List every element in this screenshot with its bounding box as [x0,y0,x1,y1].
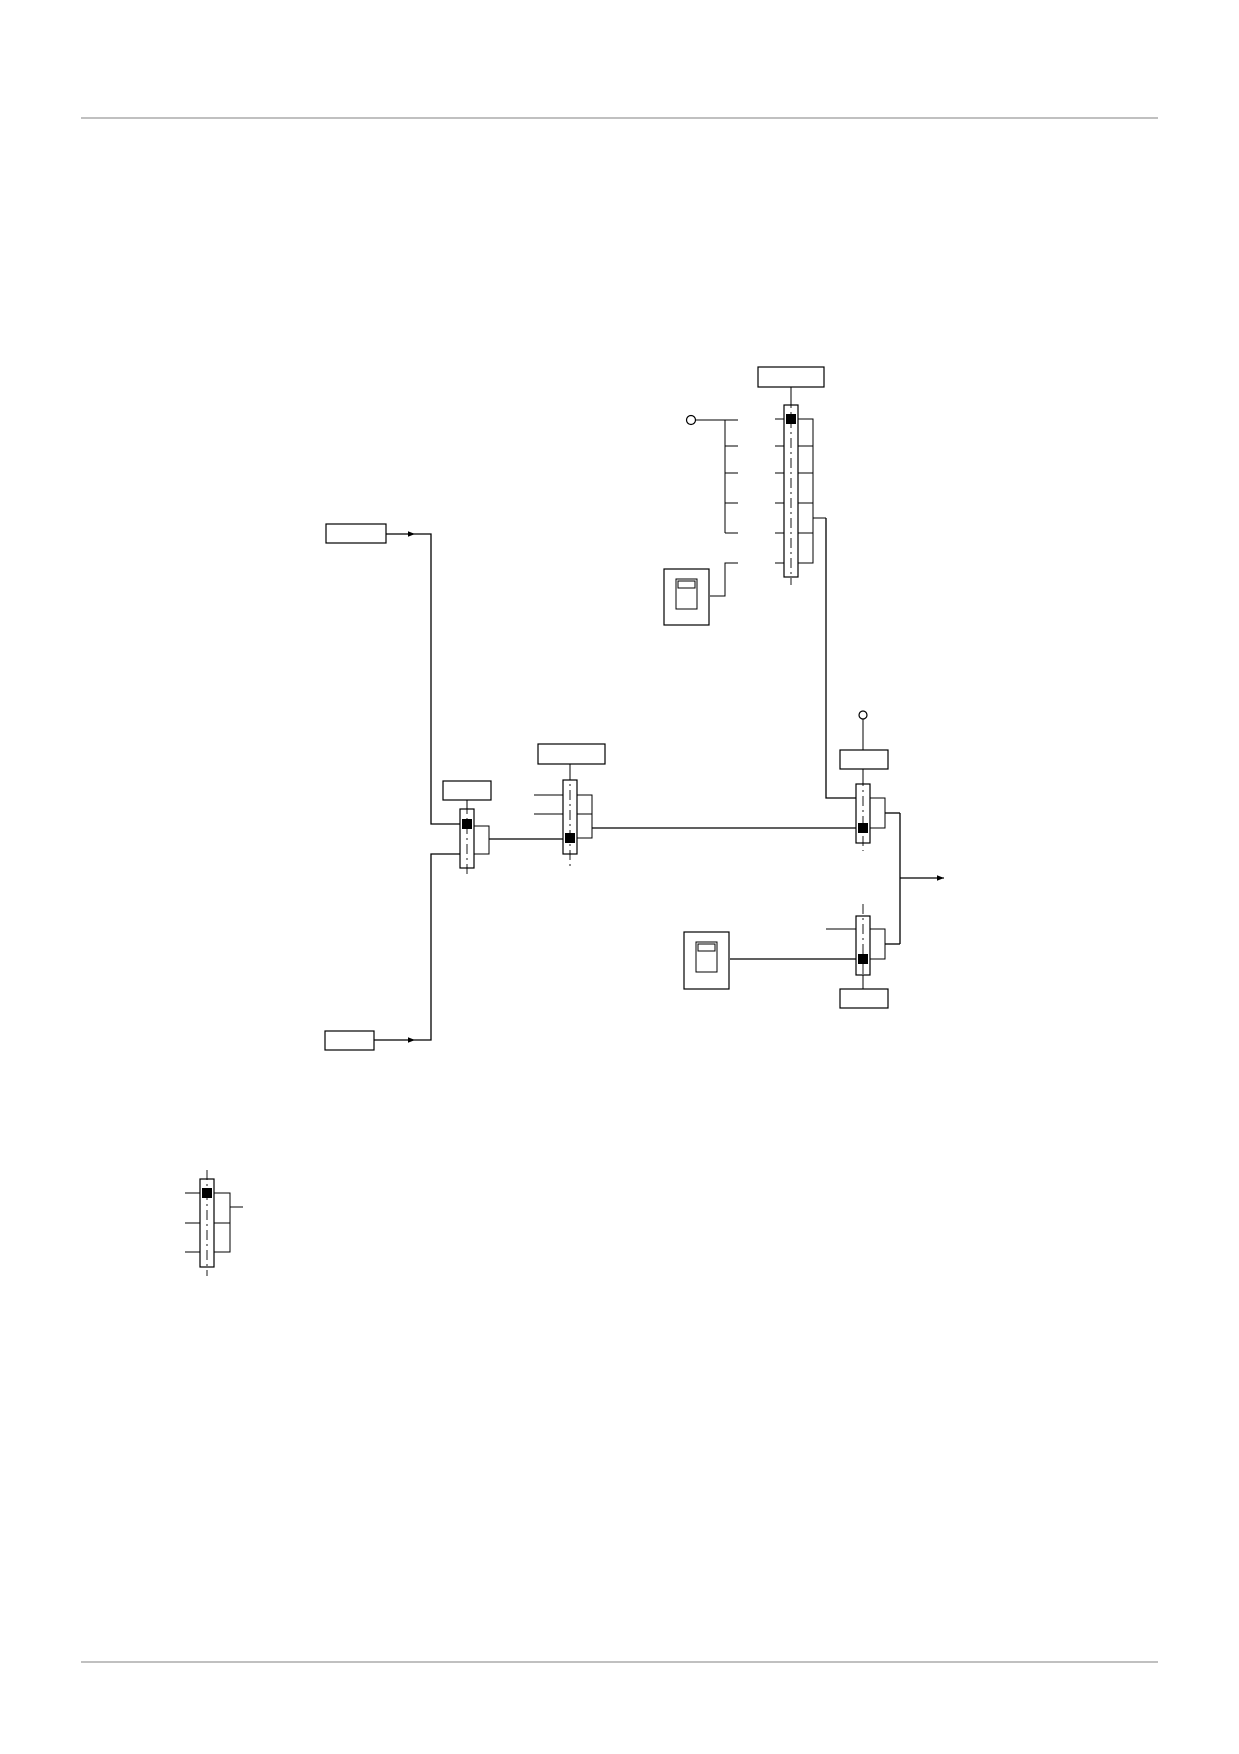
top-input-bus [685,414,738,597]
keypad-bottom-icon [683,931,730,990]
left-upper-source-box [325,523,387,544]
switch-b-active-contact [565,833,575,843]
switch-a [442,780,563,878]
top-selector-active-contact [786,414,796,424]
output-line [899,813,944,944]
switch-b [534,743,856,866]
switch-d-param-box [839,988,889,1009]
top-input-terminal [685,414,697,426]
legend-switch-symbol [185,1170,243,1276]
switch-d-active-contact [858,954,868,964]
left-lower-input [324,853,462,1051]
switch-c [825,518,900,851]
keypad-top-icon [663,568,710,626]
switch-c-active-contact [858,823,868,833]
switch-c-terminal [858,710,868,720]
top-selector [757,366,826,585]
switch-a-active-contact [462,819,472,829]
left-upper-input [325,523,462,825]
top-selector-param-box [757,366,825,388]
switch-d [730,904,900,1009]
top-selector-body [783,404,799,578]
left-lower-source-box [324,1030,375,1051]
switch-b-param-box [537,743,606,765]
switch-a-param-box [442,780,492,801]
switch-c-body [855,783,871,844]
switch-c-param-box [839,749,889,770]
